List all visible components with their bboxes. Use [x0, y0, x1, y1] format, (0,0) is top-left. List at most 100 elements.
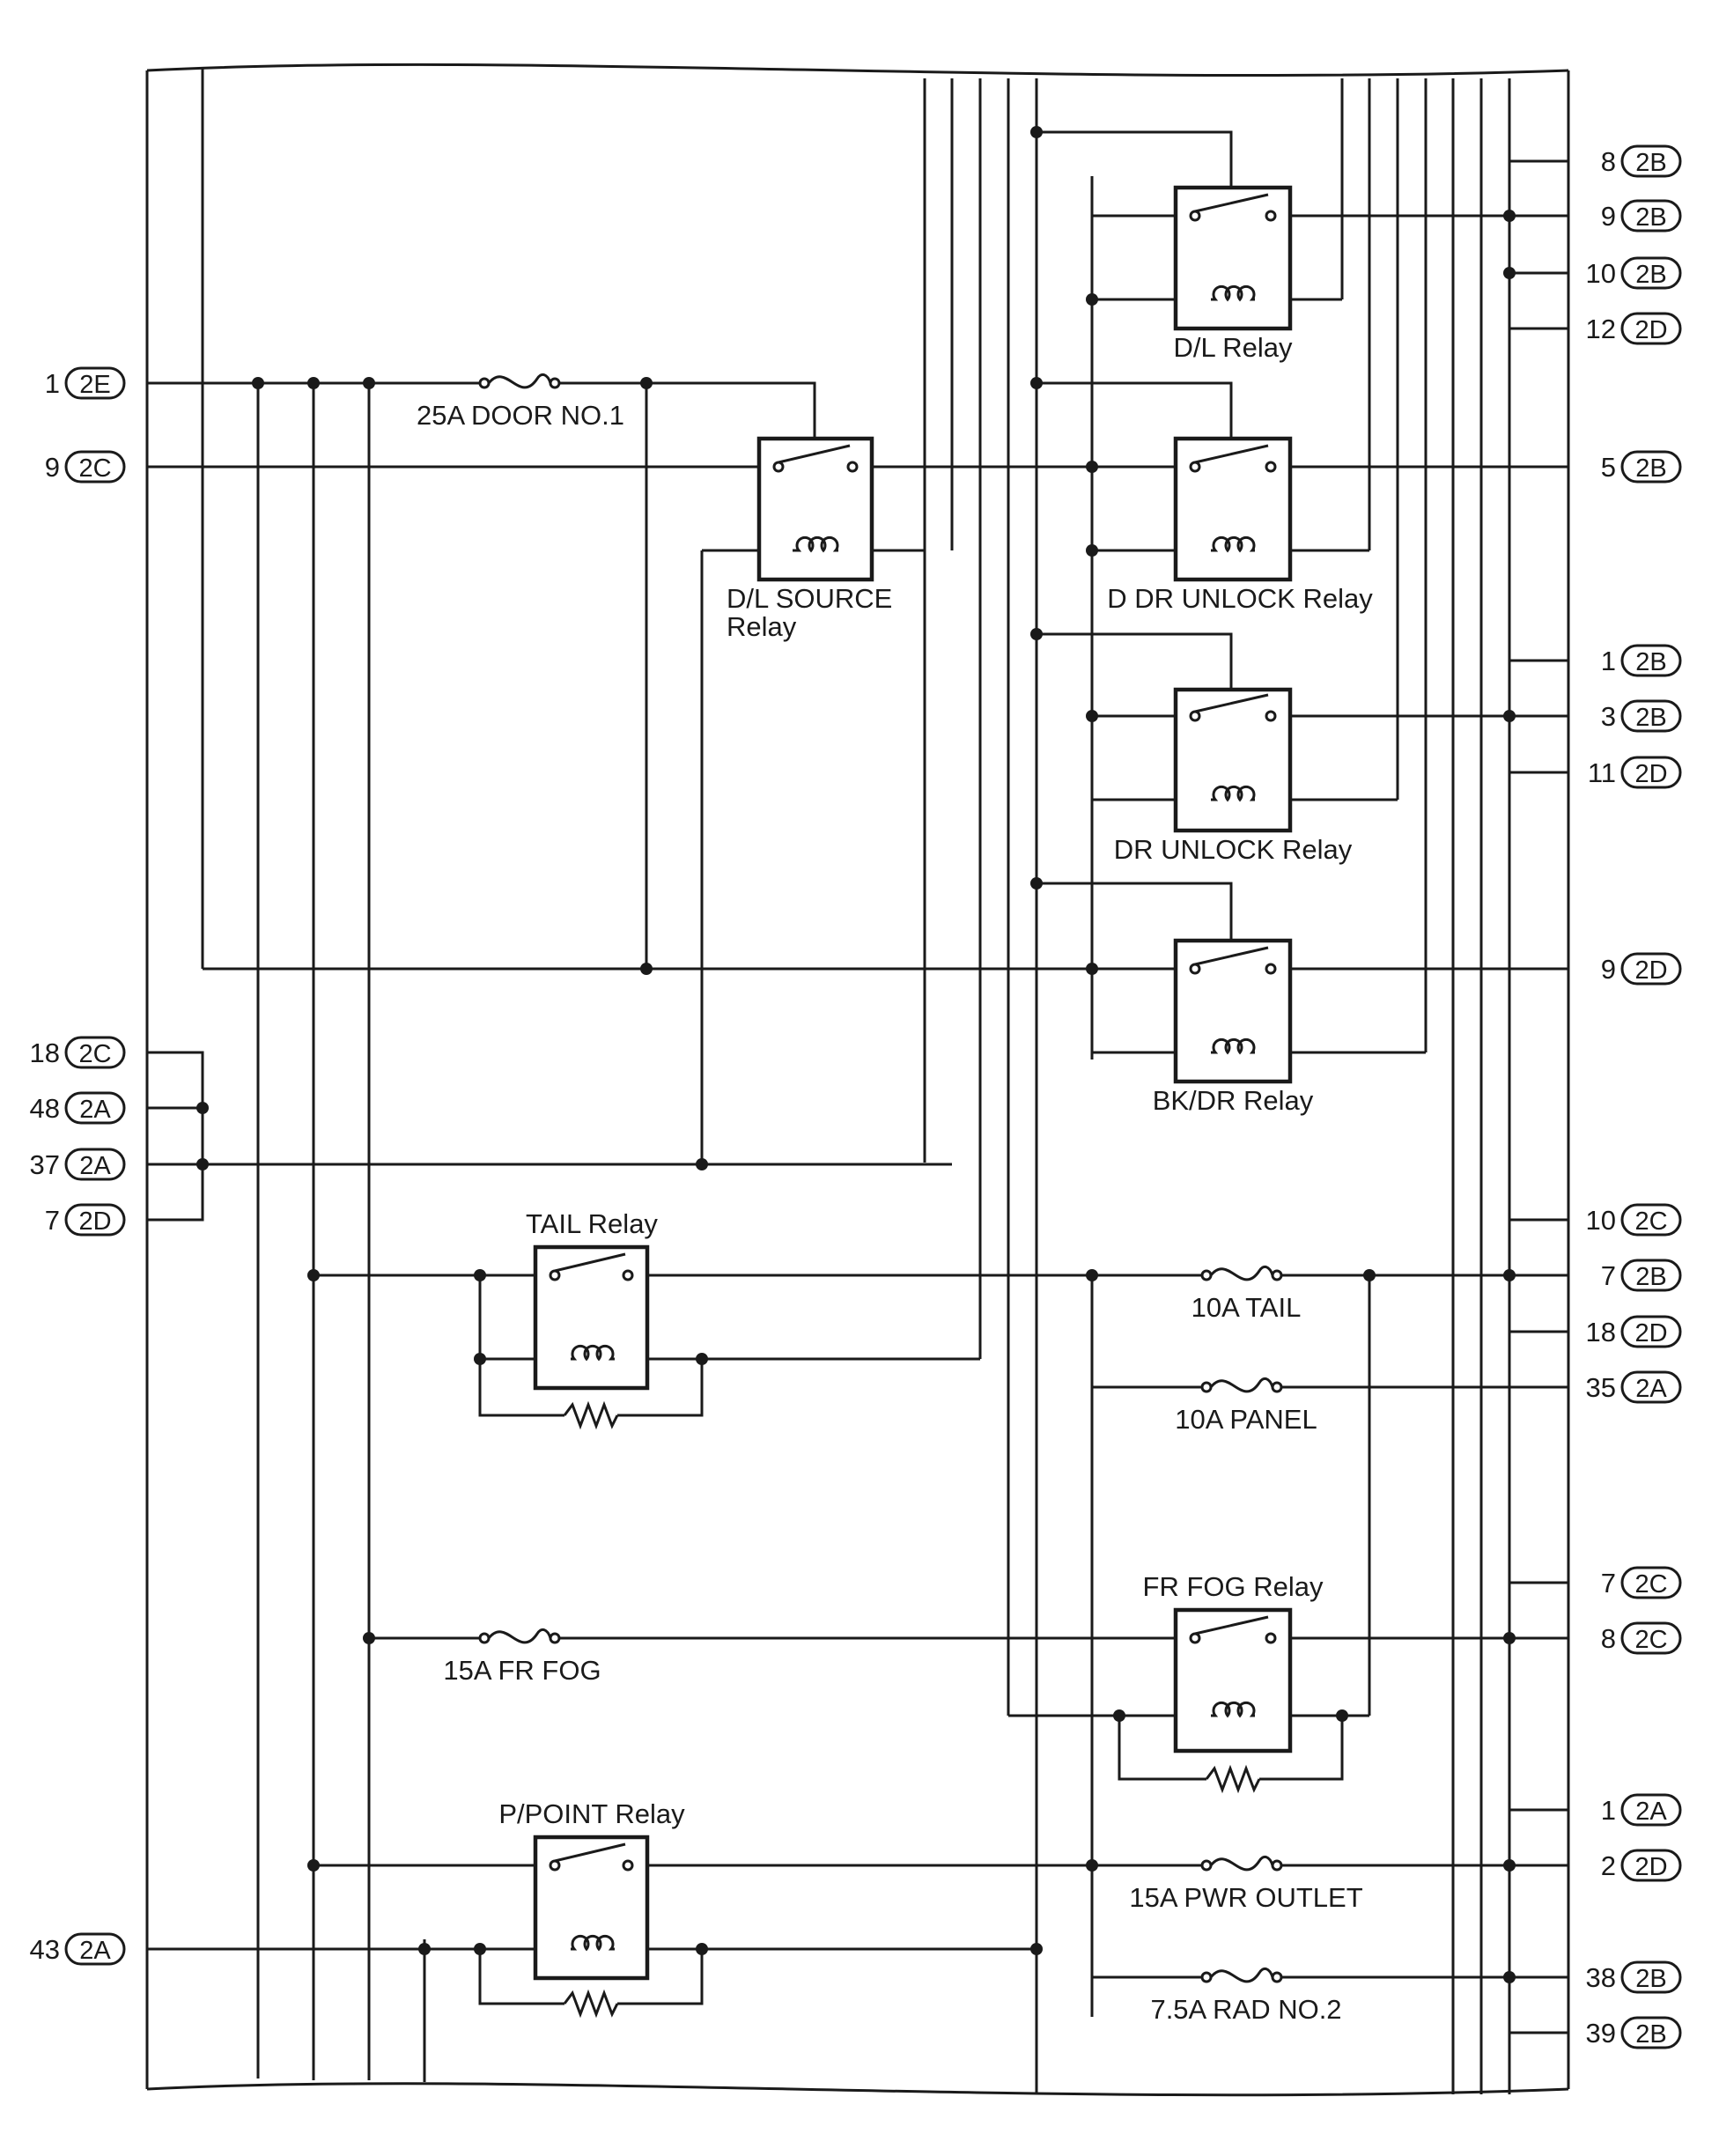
dl-source-relay-label-2: Relay [727, 611, 797, 642]
fuse-15a-pwr-outlet [1200, 1855, 1283, 1872]
dl-relay [1173, 185, 1293, 331]
right-terminal: 8 2C [1601, 1621, 1682, 1655]
svg-text:7: 7 [45, 1205, 60, 1236]
right-terminal: 5 2B [1601, 450, 1682, 484]
svg-text:39: 39 [1586, 2018, 1616, 2049]
fuse-7-5a-rad [1200, 1967, 1283, 1983]
fr-fog-relay [1173, 1607, 1293, 1754]
relay-boxes [533, 185, 1293, 1981]
svg-text:38: 38 [1586, 1962, 1616, 1993]
svg-text:2A: 2A [1635, 1375, 1667, 1403]
left-terminal: 48 2A [30, 1091, 126, 1125]
fuse-7-5a-rad-label: 7.5A RAD NO.2 [1150, 1994, 1341, 2025]
svg-text:2C: 2C [1634, 1570, 1667, 1599]
svg-text:2C: 2C [1634, 1207, 1667, 1236]
left-terminal: 37 2A [30, 1148, 126, 1181]
svg-text:2B: 2B [1635, 2020, 1666, 2049]
svg-text:1: 1 [45, 368, 60, 399]
svg-text:2D: 2D [1634, 1853, 1667, 1881]
junction-dots [196, 126, 1516, 1983]
svg-text:2B: 2B [1635, 648, 1666, 676]
svg-text:8: 8 [1601, 1623, 1616, 1654]
right-terminal: 7 2B [1601, 1259, 1682, 1292]
bk-dr-relay-label: BK/DR Relay [1153, 1085, 1314, 1116]
svg-text:10: 10 [1586, 1205, 1616, 1236]
d-dr-unlock-relay [1173, 436, 1293, 582]
svg-text:2C: 2C [1634, 1626, 1667, 1654]
svg-text:18: 18 [1586, 1317, 1616, 1348]
right-terminal: 2 2D [1601, 1849, 1682, 1882]
fuse-15a-pwr-outlet-label: 15A PWR OUTLET [1129, 1882, 1362, 1913]
fuse-25a-door [478, 373, 561, 389]
fuse-10a-tail-label: 10A TAIL [1191, 1292, 1302, 1323]
right-terminal: 8 2B [1601, 144, 1682, 178]
svg-text:11: 11 [1588, 757, 1616, 788]
fuse-10a-tail [1200, 1265, 1283, 1281]
dr-unlock-relay [1173, 687, 1293, 833]
svg-text:2D: 2D [1634, 1319, 1667, 1348]
svg-text:2C: 2C [78, 454, 111, 483]
svg-text:2: 2 [1601, 1850, 1616, 1881]
left-terminal: 1 2E [45, 366, 126, 400]
bk-dr-relay [1173, 938, 1293, 1084]
svg-text:48: 48 [30, 1093, 60, 1124]
d-dr-unlock-relay-label: D DR UNLOCK Relay [1107, 583, 1373, 614]
svg-text:7: 7 [1601, 1568, 1616, 1599]
right-terminal: 7 2C [1601, 1566, 1682, 1599]
fr-fog-resistor [1205, 1764, 1261, 1794]
left-terminal: 43 2A [30, 1932, 126, 1966]
svg-text:5: 5 [1601, 452, 1616, 483]
fuse-10a-panel [1200, 1377, 1283, 1393]
svg-text:2A: 2A [79, 1152, 111, 1180]
fuse-10a-panel-label: 10A PANEL [1175, 1404, 1317, 1435]
svg-text:2B: 2B [1635, 454, 1666, 483]
p-point-relay-label: P/POINT Relay [498, 1798, 685, 1829]
svg-text:1: 1 [1601, 646, 1616, 676]
right-terminal: 39 2B [1586, 2016, 1682, 2049]
dl-source-relay-label: D/L SOURCE [727, 583, 892, 614]
svg-text:2B: 2B [1635, 149, 1666, 177]
svg-text:2B: 2B [1635, 1263, 1666, 1291]
right-terminal: 18 2D [1586, 1315, 1682, 1348]
svg-text:18: 18 [30, 1037, 60, 1068]
svg-text:2B: 2B [1635, 203, 1666, 232]
right-terminal: 35 2A [1586, 1370, 1682, 1404]
svg-text:1: 1 [1601, 1795, 1616, 1826]
vertical-wires [201, 67, 1511, 2094]
p-point-resistor [563, 1989, 619, 2019]
svg-text:2D: 2D [1634, 316, 1667, 344]
right-terminal: 1 2B [1601, 644, 1682, 677]
tail-relay [533, 1244, 650, 1391]
svg-text:2B: 2B [1635, 704, 1666, 732]
component-labels: D/L Relay D DR UNLOCK Relay DR UNLOCK Re… [417, 332, 1373, 2025]
tail-resistor [563, 1400, 619, 1430]
svg-text:2C: 2C [78, 1040, 111, 1068]
dr-unlock-relay-label: DR UNLOCK Relay [1114, 834, 1353, 865]
svg-text:7: 7 [1601, 1260, 1616, 1291]
dl-relay-label: D/L Relay [1174, 332, 1293, 363]
svg-text:2A: 2A [79, 1096, 111, 1124]
svg-text:10: 10 [1586, 258, 1616, 289]
svg-text:2D: 2D [1634, 956, 1667, 985]
svg-text:2D: 2D [78, 1207, 111, 1236]
svg-text:8: 8 [1601, 146, 1616, 177]
svg-text:35: 35 [1586, 1372, 1616, 1403]
left-terminal: 9 2C [45, 450, 126, 484]
svg-text:2B: 2B [1635, 261, 1666, 289]
fuses [478, 373, 1283, 1983]
svg-text:37: 37 [30, 1149, 60, 1180]
svg-text:9: 9 [1601, 954, 1616, 985]
svg-text:2A: 2A [79, 1937, 111, 1965]
fuse-15a-fr-fog [478, 1628, 561, 1644]
svg-text:43: 43 [30, 1934, 60, 1965]
resistors [563, 1400, 1261, 2019]
right-terminal: 10 2B [1586, 256, 1682, 290]
fr-fog-relay-label: FR FOG Relay [1143, 1571, 1324, 1602]
